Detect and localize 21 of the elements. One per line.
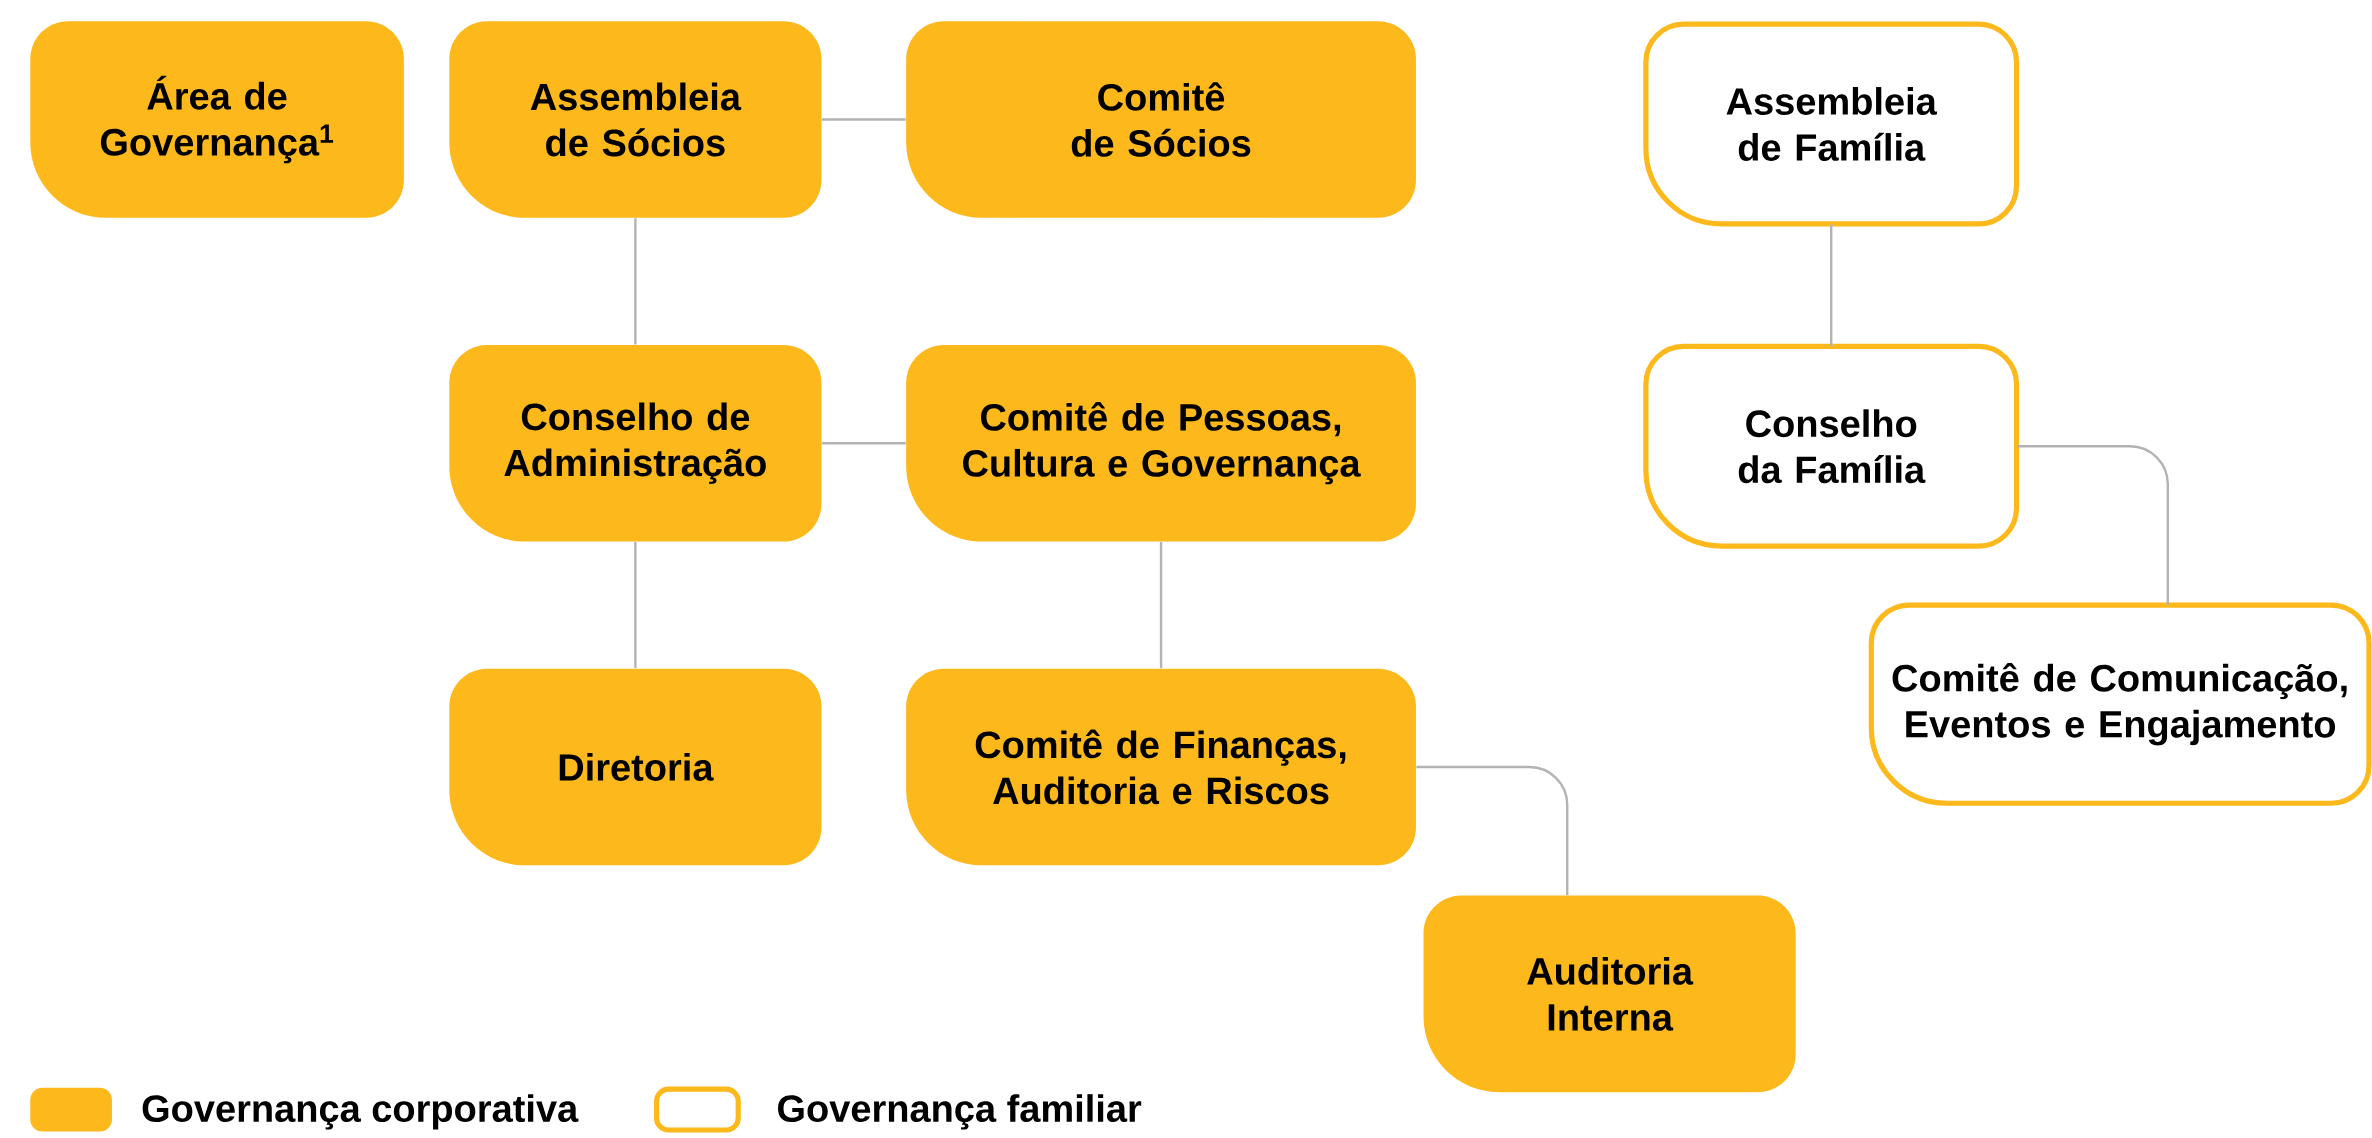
governance-box: Diretoria	[449, 668, 822, 866]
governance-box: Assembleia de Família	[1643, 21, 2020, 227]
governance-box: Comitê de Finanças, Auditoria e Riscos	[906, 668, 1416, 866]
governance-box: Comitê de Sócios	[906, 21, 1416, 219]
legend-label: Governança corporativa	[142, 1094, 579, 1130]
connector-line	[634, 218, 637, 345]
governance-box: Comitê de Comunicação, Eventos e Engajamento	[1868, 602, 2372, 807]
governance-box: Auditoria Interna	[1423, 895, 1796, 1093]
connector-line	[1830, 224, 1833, 347]
governance-box: Comitê de Pessoas, Cultura e Governança	[906, 345, 1416, 542]
connector-line	[2016, 445, 2169, 605]
governance-box: Área de Governança$^{1}$	[30, 21, 404, 219]
governance-box: Conselho de Administração	[449, 345, 822, 542]
connector-line	[821, 442, 906, 445]
connector-line	[821, 118, 906, 121]
connector-line	[1159, 542, 1163, 669]
governance-box: Conselho da Família	[1643, 344, 2020, 549]
governance-box: Assembleia de Sócios	[449, 21, 822, 219]
legend-label: Governança familiar	[778, 1094, 1142, 1130]
connector-line	[1416, 765, 1569, 896]
connector-line	[634, 542, 637, 669]
